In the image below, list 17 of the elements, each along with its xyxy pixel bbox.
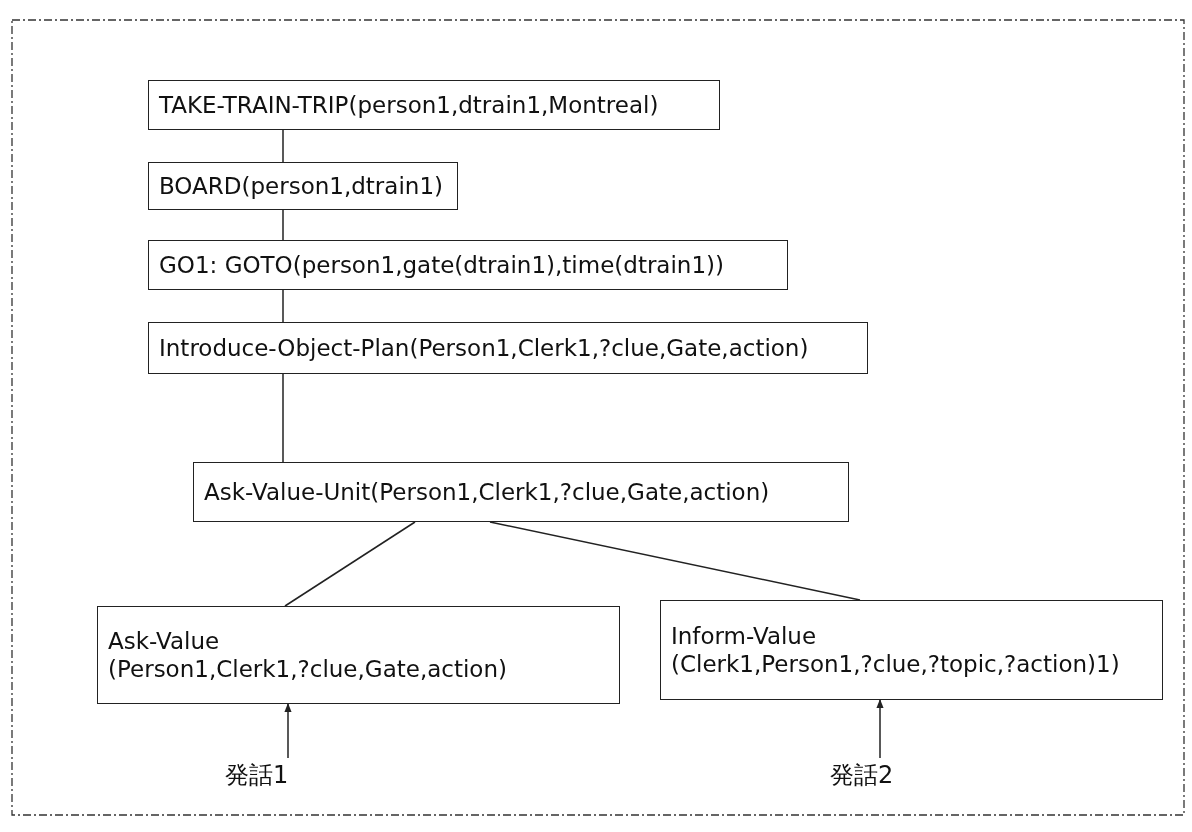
connector-line: [282, 129, 284, 163]
connector-line: [284, 521, 416, 607]
connector-line: [282, 289, 284, 323]
connector-line: [282, 373, 284, 463]
plan-box: Ask-Value (Person1,Clerk1,?clue,Gate,action): [97, 606, 620, 704]
plan-box: TAKE-TRAIN-TRIP(person1,dtrain1,Montreal): [148, 80, 720, 130]
plan-box: Introduce-Object-Plan(Person1,Clerk1,?clue,Gate,action): [148, 322, 868, 374]
plan-box: Ask-Value-Unit(Person1,Clerk1,?clue,Gate,action): [193, 462, 849, 522]
arrow: [284, 703, 292, 759]
arrow: [876, 699, 884, 759]
connector-line: [282, 209, 284, 241]
plan-box: BOARD(person1,dtrain1): [148, 162, 458, 210]
utterance-label: 発話1: [225, 760, 289, 790]
plan-box: GO1: GOTO(person1,gate(dtrain1),time(dtrain1)): [148, 240, 788, 290]
plan-box: Inform-Value (Clerk1,Person1,?clue,?topic,?action)1): [660, 600, 1163, 700]
connector-line: [489, 521, 861, 601]
utterance-label: 発話2: [830, 760, 894, 790]
